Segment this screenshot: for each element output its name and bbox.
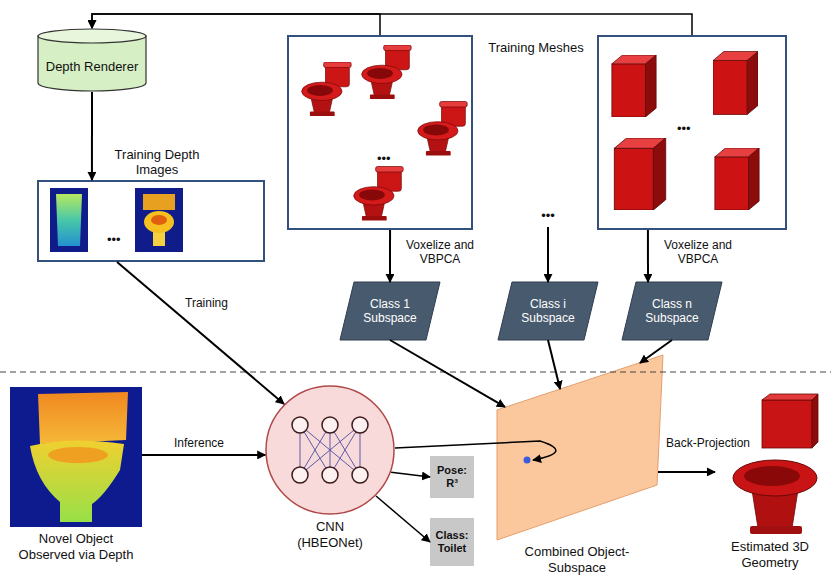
combined-subspace-plane-outline — [497, 355, 663, 540]
dashed-divider — [0, 372, 831, 373]
subspace-parallelogram: Class n Subspace — [622, 282, 722, 340]
output-box: Pose: R³ — [430, 456, 474, 498]
arrow-connector — [389, 230, 391, 282]
node-label: Class i Subspace — [498, 297, 598, 326]
arrow-connector — [117, 262, 284, 404]
node-label: Class 1 Subspace — [340, 297, 440, 326]
mesh-set-box: ••• — [287, 35, 473, 230]
output-box: Class: Toilet — [430, 518, 474, 566]
toilet-meshes — [302, 45, 468, 221]
depth-image: Novel Object Observed via Depth — [10, 387, 142, 527]
mesh-set-box: ••• — [597, 35, 787, 230]
arrow-connector — [658, 471, 715, 473]
output-label: Pose: R³ — [430, 464, 474, 490]
ellipsis-mark: ••• — [377, 151, 391, 167]
estimated-mesh — [733, 394, 818, 534]
output-label: Class: Toilet — [430, 529, 474, 555]
ellipsis-mark: ••• — [677, 121, 691, 137]
ellipsis-mark: ••• — [107, 232, 121, 248]
training-depth-images — [50, 188, 183, 252]
arrow-connector — [390, 340, 505, 407]
edge-label: Voxelize and VBPCA — [656, 238, 740, 267]
group-label: Training Meshes — [482, 40, 590, 56]
edge-label: Inference — [172, 436, 226, 450]
subspace-parallelogram: Class i Subspace — [498, 282, 598, 340]
tank-meshes — [612, 52, 759, 211]
arrow-connector — [647, 230, 649, 282]
estimated-geometry: Estimated 3D Geometry — [715, 392, 825, 535]
edge-label: Voxelize and VBPCA — [398, 238, 482, 267]
image-set-box: Training Depth Images••• — [37, 180, 265, 262]
arrow-connector — [142, 454, 265, 456]
arrow-connector — [547, 227, 549, 282]
arrow-connector — [92, 14, 692, 35]
arrow-connector — [548, 340, 560, 389]
node-label: Class n Subspace — [622, 297, 722, 326]
edge-label: Back-Projection — [664, 436, 752, 450]
arrow-connector — [391, 472, 430, 477]
node-caption: Combined Object-Subspace — [512, 544, 642, 575]
renderer-cylinder: Depth Renderer — [37, 28, 147, 92]
image-caption: Novel Object Observed via Depth — [11, 531, 141, 562]
node-caption: CNN (HBEONet) — [288, 519, 372, 550]
arrow-connector — [91, 92, 93, 180]
box-heading: Training Depth Images — [112, 147, 202, 178]
edge-label: Training — [183, 296, 230, 310]
node-label: Depth Renderer — [37, 59, 147, 75]
ellipsis-mark: ••• — [528, 208, 568, 224]
image-caption: Estimated 3D Geometry — [715, 539, 825, 570]
cnn-circle-outline — [265, 385, 395, 515]
cnn-circle: CNN (HBEONet) — [265, 385, 395, 515]
novel-depth-image — [10, 387, 142, 527]
combined-subspace-plane: Combined Object-Subspace — [497, 355, 663, 540]
subspace-parallelogram: Class 1 Subspace — [340, 282, 440, 340]
arrow-connector — [376, 496, 430, 542]
ellipsis-node: ••• — [528, 205, 568, 227]
